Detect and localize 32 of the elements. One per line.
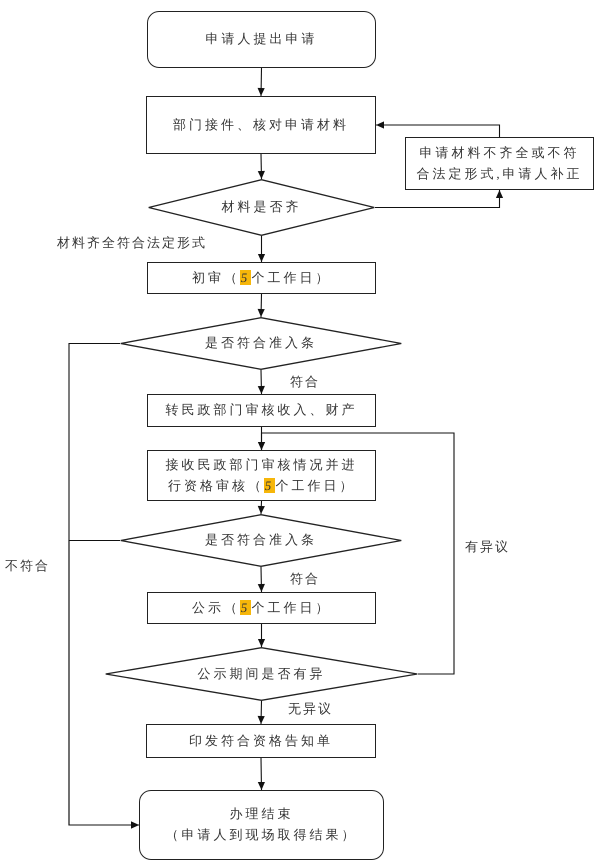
arrow bbox=[258, 700, 265, 724]
terminal-box: 申请人提出申请 bbox=[147, 11, 376, 68]
arrow bbox=[258, 370, 265, 394]
arrow bbox=[375, 190, 504, 208]
arrow bbox=[68, 540, 139, 829]
arrow bbox=[258, 624, 266, 647]
arrow bbox=[376, 121, 500, 137]
arrow bbox=[258, 68, 265, 96]
arrow bbox=[258, 500, 265, 514]
arrow bbox=[258, 432, 455, 675]
edge-label: 符合 bbox=[290, 374, 320, 390]
decision-diamond: 是否符合准入条 bbox=[120, 317, 402, 370]
process-box: 印发符合资格告知单 bbox=[146, 724, 376, 758]
decision-diamond: 是否符合准入条 bbox=[120, 514, 402, 567]
subtitle: （申请人到现场取得结果） bbox=[166, 826, 358, 844]
arrow bbox=[258, 566, 265, 592]
heading: 办理结束 bbox=[230, 805, 294, 824]
arrow bbox=[258, 758, 265, 790]
arrow bbox=[258, 154, 265, 180]
process-box: 部门接件、核对申请材料 bbox=[146, 96, 376, 154]
arrow bbox=[258, 294, 265, 318]
edge-label: 有异议 bbox=[465, 539, 510, 555]
decision-diamond: 公示期间是否有异 bbox=[105, 647, 418, 701]
terminal-box bbox=[139, 790, 384, 860]
note-box: 申请材料不齐全或不符合法定形式,申请人补正 bbox=[405, 137, 594, 190]
process-box: 转民政部门审核收入、财产 bbox=[147, 394, 376, 427]
edge-label: 不符合 bbox=[5, 558, 50, 574]
edge-label: 符合 bbox=[290, 571, 320, 587]
arrow bbox=[258, 236, 266, 262]
decision-diamond: 材料是否齐 bbox=[148, 179, 375, 236]
edge-label: 无异议 bbox=[288, 701, 333, 717]
edge-label: 材料齐全符合法定形式 bbox=[57, 235, 207, 251]
